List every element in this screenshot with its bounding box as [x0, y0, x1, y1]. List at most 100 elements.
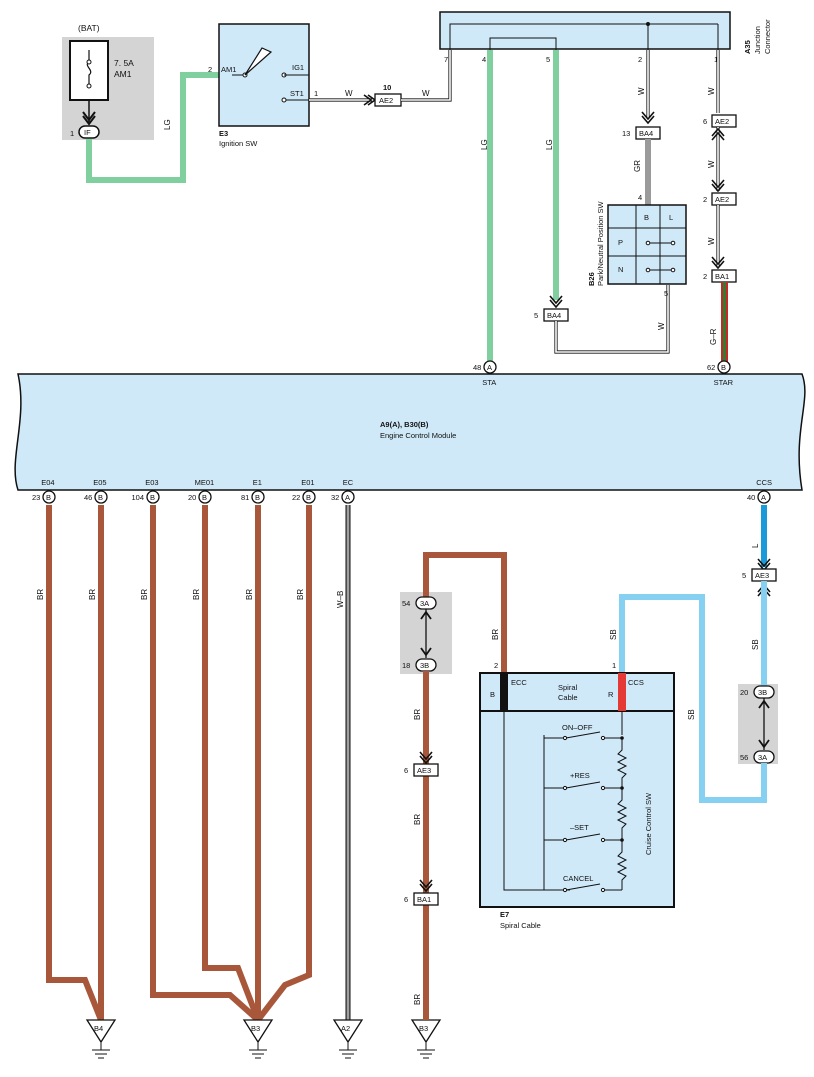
ecm-pin-name: E1: [253, 478, 262, 487]
ecm-pin-name: STA: [482, 378, 496, 387]
ecm-pin-number: 20: [188, 493, 196, 502]
ecm-pin-number: 46: [84, 493, 92, 502]
pn-pin5: 5: [664, 289, 668, 298]
pn-col-b: B: [644, 213, 649, 222]
pn-pin4: 4: [638, 193, 642, 202]
ecm-pin-conn: A: [345, 493, 350, 502]
fuse-rating: 7. 5A: [114, 58, 134, 68]
ignition-switch: AM1 IG1 ST1 2 1 E3 Ignition SW: [208, 23, 318, 148]
wire-label-g-r: G–R: [709, 328, 718, 345]
ae2-top-id: AE2: [379, 96, 393, 105]
ecm-pin-name: ME01: [195, 478, 215, 487]
jc-name-1: Junction: [753, 26, 762, 54]
ba4-top-pin: 13: [622, 129, 630, 138]
wire-label-l: L: [751, 543, 760, 548]
ba1-left-pin: 6: [404, 895, 408, 904]
switch-on-off: [544, 731, 624, 741]
ae2-connector-right-1: [711, 114, 737, 128]
wire-label-br-8: BR: [413, 709, 422, 720]
ae2-r2-id: AE2: [715, 195, 729, 204]
ecm-pin-conn: B: [46, 493, 51, 502]
ba4-left-id: BA4: [547, 311, 561, 320]
c3a-left-id: 3A: [420, 599, 429, 608]
ba1-r-pin: 2: [703, 272, 707, 281]
wire-label-w-b: W–B: [336, 591, 345, 608]
wire-label-w-4: W: [637, 87, 646, 95]
switch-cancel: [562, 883, 622, 893]
ign-pin-am1: 2: [208, 65, 212, 74]
wire-label-br-2: BR: [88, 589, 97, 600]
switch-set: [544, 833, 624, 843]
ecm-pin-number: 62: [707, 363, 715, 372]
pn-name: Park/Neutral Position SW: [596, 200, 605, 286]
ba4-left-pin: 5: [534, 311, 538, 320]
spiral-ecc: ECC: [511, 678, 527, 687]
ae2-top-pin: 10: [383, 83, 391, 92]
pn-row-p: P: [618, 238, 623, 247]
ecm-pin-conn: B: [150, 493, 155, 502]
c3a-right-id: 3A: [758, 753, 767, 762]
ecm-pin-number: 32: [331, 493, 339, 502]
spiral-id: E7: [500, 910, 509, 919]
pn-col-l: L: [669, 213, 673, 222]
ecm-pin-number: 81: [241, 493, 249, 502]
ecm-pin-bottom-3: B 20 ME01: [188, 478, 215, 504]
ecm-pin-number: 22: [292, 493, 300, 502]
wire-label-br-6: BR: [296, 589, 305, 600]
if-connector: [78, 125, 100, 139]
ae2-connector-right-2: [711, 192, 737, 206]
wire-label-br-3: BR: [140, 589, 149, 600]
ign-name: Ignition SW: [219, 139, 258, 148]
sb-wire-spiral: [619, 594, 767, 803]
ground-a2: A2: [332, 1019, 364, 1059]
ign-pin-st1: 1: [314, 89, 318, 98]
pn-id: B26: [587, 272, 596, 286]
engine-control-module: A9(A), B30(B) Engine Control Module: [14, 373, 806, 491]
wire-label-w-7: W: [707, 237, 716, 245]
wire-label-lg-2: LG: [480, 139, 489, 150]
ecm-pin-name: E01: [301, 478, 314, 487]
c3b-right-pin: 20: [740, 688, 748, 697]
wire-label-lg: LG: [163, 119, 172, 130]
ecm-pin-name: E04: [41, 478, 54, 487]
resistor-icon: [616, 840, 628, 890]
wire-label-br-10: BR: [413, 994, 422, 1005]
ecm-name: Engine Control Module: [380, 431, 456, 440]
ae3-right-pin: 5: [742, 571, 746, 580]
ecm-pin-name: E05: [93, 478, 106, 487]
br-wire-ecc: [423, 552, 507, 710]
ba1-left-id: BA1: [417, 895, 431, 904]
junction-connector: 7 4 5 2 1 A35 Junction Connector: [439, 11, 772, 64]
spiral-cable: ECC CCS Spiral Cable B R: [479, 672, 675, 930]
ign-st1-label: ST1: [290, 89, 304, 98]
chevron-down-icon: [82, 111, 96, 122]
resistor-icon: [616, 738, 628, 788]
sw-label-cancel: CANCEL: [563, 874, 593, 883]
ecm-pin-name: E03: [145, 478, 158, 487]
ecm-pin-name: STAR: [714, 378, 734, 387]
lg-wire-fuse-ignition: [86, 72, 219, 183]
wire-label-br-1: BR: [36, 589, 45, 600]
wire-label-w-6: W: [707, 160, 716, 168]
ba1-connector-left: [413, 892, 439, 906]
sw-label-res: +RES: [570, 771, 590, 780]
ecm-pin-conn: B: [202, 493, 207, 502]
ecm-bottom-pins: B23E04B46E05B104E03B20ME01B81E1B22E01A32…: [32, 478, 772, 504]
ground-b4: B4: [85, 1019, 117, 1059]
c3b-left-pin: 18: [402, 661, 410, 670]
jc-id: A35: [743, 40, 752, 54]
wire-label-w-1: W: [345, 89, 353, 98]
jc-pin5: 5: [546, 55, 550, 64]
ecm-pin-number: 48: [473, 363, 481, 372]
wire-label-br-7: BR: [491, 629, 500, 640]
wire-label-br-4: BR: [192, 589, 201, 600]
ecm-pin-conn: A: [761, 493, 766, 502]
wire-label-w-3: W: [657, 322, 666, 330]
ecm-pin-number: 104: [132, 493, 145, 502]
ecm-pin-conn: B: [98, 493, 103, 502]
jc-pin4: 4: [482, 55, 486, 64]
ae3-connector-left: [413, 763, 439, 777]
